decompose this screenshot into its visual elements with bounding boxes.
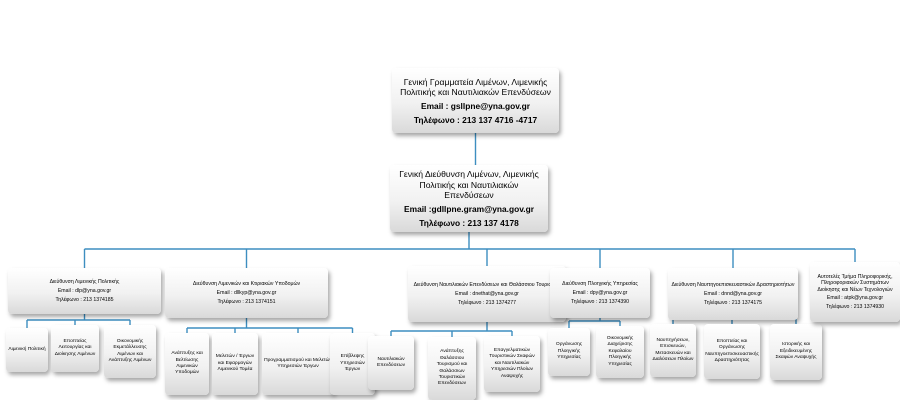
department-box: Ανάπτυξης και Βελτίωσης Λιμενικών Υποδομ… bbox=[165, 333, 209, 395]
unit-phone: Τηλέφωνο : 213 1374277 bbox=[457, 299, 517, 306]
top-unit-box: Γενική Γραμματεία Λιμένων, Λιμενικής Πολ… bbox=[392, 68, 559, 133]
department-name: Μελετών / Έργων και Εφαρμογών Λιμενικού … bbox=[215, 354, 255, 373]
department-name: Οργάνωσης Πλοηγικής Υπηρεσίας bbox=[555, 342, 583, 361]
department-box: Ιστορικής και Εξειδικευμένης Σκαφών Αναψ… bbox=[770, 324, 822, 380]
department-box: Οικονομικής Διαχείρισης Κεφαλαίου Πλοηγι… bbox=[596, 326, 644, 378]
directorate-box: Διεύθυνση Λιμενικών και Κτιριακών Υποδομ… bbox=[165, 268, 328, 318]
unit-email: Email : dnnd@yna.gov.gr bbox=[704, 290, 762, 297]
unit-email: Email : dnethat@yna.gov.gr bbox=[455, 290, 519, 297]
department-box: Ναυπηγήσεων, Επισκευών, Μετασκευών και Δ… bbox=[650, 324, 696, 377]
department-name: Οικονομικής Διαχείρισης Κεφαλαίου Πλοηγι… bbox=[606, 335, 634, 367]
unit-email: Email :gdllpne.gram@yna.gov.gr bbox=[404, 203, 534, 214]
department-name: Ναυπηγήσεων, Επισκευών, Μετασκευών και Δ… bbox=[652, 337, 694, 362]
directorate-box: Διεύθυνση Πλοηγικής Υπηρεσίας Email : dp… bbox=[550, 268, 650, 318]
department-box: Εποπτείας και Οργάνωσης Ναυπηγοεπισκευασ… bbox=[704, 324, 760, 379]
independent-department-box: Αυτοτελές Τμήμα Πληροφορικής, Πληροφορια… bbox=[810, 262, 900, 322]
department-name: Ανάπτυξης Θαλάσσιου Τουρισμού και Θαλάσσ… bbox=[436, 349, 468, 387]
department-name: Λιμενική Πολιτική bbox=[8, 346, 46, 352]
department-box: Εποπτείας Λειτουργίας και Διοίκησης Λιμέ… bbox=[51, 325, 99, 372]
department-name: Προγραμματισμού και Μελετών Υπηρεσιών Έρ… bbox=[264, 357, 332, 369]
department-name: Οικονομικής Εκμετάλλευσης Λιμένων και Αν… bbox=[108, 338, 152, 363]
unit-name: Γενική Διεύθυνση Λιμένων, Λιμενικής Πολι… bbox=[399, 169, 539, 201]
unit-email: Email : atpk@yna.gov.gr bbox=[826, 295, 884, 302]
unit-name: Διεύθυνση Λιμενικών και Κτιριακών Υποδομ… bbox=[192, 281, 301, 288]
department-box: Επίβλεψης Υπηρεσιών Έργων bbox=[330, 333, 375, 395]
unit-phone: Τηλέφωνο : 213 1374930 bbox=[825, 304, 885, 311]
unit-phone: Τηλέφωνο : 213 1374175 bbox=[703, 299, 763, 306]
unit-phone: Τηλέφωνο : 213 1374185 bbox=[55, 296, 114, 303]
unit-email: Email : gsllpne@yna.gov.gr bbox=[421, 100, 530, 111]
directorate-box: Διεύθυνση Λιμενικής Πολιτικής Email : dl… bbox=[8, 268, 161, 314]
unit-name: Διεύθυνση Λιμενικής Πολιτικής bbox=[49, 279, 120, 286]
general-directorate-box: Γενική Διεύθυνση Λιμένων, Λιμενικής Πολι… bbox=[390, 165, 548, 232]
unit-name: Διεύθυνση Ναυτιλιακών Επενδύσεων και Θαλ… bbox=[413, 282, 561, 289]
department-name: Ναυτιλιακών Επενδύσεων bbox=[376, 356, 406, 368]
unit-email: Email : dpy@yna.gov.gr bbox=[572, 289, 628, 296]
department-name: Ιστορικής και Εξειδικευμένης Σκαφών Αναψ… bbox=[775, 342, 817, 361]
unit-email: Email : dlp@yna.gov.gr bbox=[57, 287, 112, 294]
unit-name: Αυτοτελές Τμήμα Πληροφορικής, Πληροφορια… bbox=[817, 273, 893, 293]
unit-email: Email : dllkyp@yna.gov.gr bbox=[216, 289, 277, 296]
department-box: Επαγγελματικών Τουριστικών Σκαφών και Να… bbox=[484, 336, 540, 392]
unit-phone: Τηλέφωνο : 213 1374390 bbox=[570, 298, 630, 305]
unit-name: Γενική Γραμματεία Λιμένων, Λιμενικής Πολ… bbox=[400, 76, 551, 98]
department-box: Οργάνωσης Πλοηγικής Υπηρεσίας bbox=[548, 328, 590, 376]
unit-name: Διεύθυνση Πλοηγικής Υπηρεσίας bbox=[562, 281, 638, 288]
department-name: Ανάπτυξης και Βελτίωσης Λιμενικών Υποδομ… bbox=[171, 351, 203, 376]
department-box: Προγραμματισμού και Μελετών Υπηρεσιών Έρ… bbox=[262, 333, 334, 395]
department-box: Οικονομικής Εκμετάλλευσης Λιμένων και Αν… bbox=[104, 325, 156, 378]
department-name: Εποπτείας και Οργάνωσης Ναυπηγοεπισκευασ… bbox=[705, 338, 759, 363]
unit-phone: Τηλέφωνο : 213 137 4178 bbox=[419, 217, 519, 228]
directorate-box: Διεύθυνση Ναυτιλιακών Επενδύσεων και Θαλ… bbox=[408, 266, 566, 322]
directorate-box: Διεύθυνση Ναυπηγοεπισκευαστικών Δραστηρι… bbox=[668, 268, 798, 320]
department-name: Επίβλεψης Υπηρεσιών Έργων bbox=[340, 354, 365, 373]
department-box: Μελετών / Έργων και Εφαρμογών Λιμενικού … bbox=[212, 333, 258, 395]
unit-name: Διεύθυνση Ναυπηγοεπισκευαστικών Δραστηρι… bbox=[671, 282, 795, 289]
unit-phone: Τηλέφωνο : 213 1374151 bbox=[217, 298, 276, 305]
unit-phone: Τηλέφωνο : 213 137 4716 -4717 bbox=[413, 114, 538, 125]
department-name: Επαγγελματικών Τουριστικών Σκαφών και Να… bbox=[489, 347, 535, 379]
department-name: Εποπτείας Λειτουργίας και Διοίκησης Λιμέ… bbox=[54, 338, 96, 357]
department-box: Ανάπτυξης Θαλάσσιου Τουρισμού και Θαλάσσ… bbox=[428, 337, 476, 400]
department-box: Λιμενική Πολιτική bbox=[6, 328, 48, 372]
department-box: Ναυτιλιακών Επενδύσεων bbox=[368, 336, 414, 390]
